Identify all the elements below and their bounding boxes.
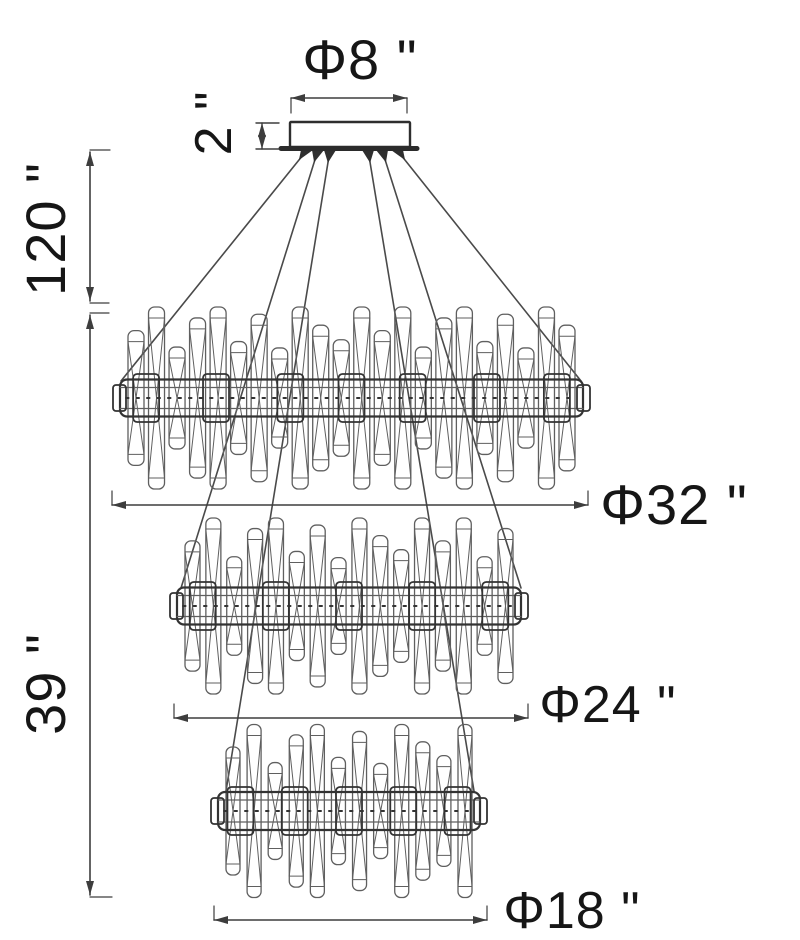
tier3-ring xyxy=(210,723,488,899)
suspension-cables xyxy=(120,149,582,792)
tier3-diameter-label: Φ18 " xyxy=(503,882,641,940)
ceiling-canopy xyxy=(278,120,420,151)
tier2-ring xyxy=(169,517,529,695)
tier1-diameter-dimension xyxy=(111,490,589,509)
canopy-diameter-label: Φ8 " xyxy=(302,28,418,91)
fixture-height-dimension xyxy=(86,312,113,898)
canopy-height-dimension xyxy=(255,122,280,150)
tier2-diameter-dimension xyxy=(173,703,529,722)
fixture-height-label: 39 " xyxy=(14,633,77,735)
suspension-drop-label: 120 " xyxy=(14,162,77,296)
tier1-ring xyxy=(112,306,591,490)
suspension-drop-dimension xyxy=(86,149,111,304)
tier3-diameter-dimension xyxy=(213,905,488,924)
tier1-diameter-label: Φ32 " xyxy=(600,473,748,536)
tier2-diameter-label: Φ24 " xyxy=(539,676,677,734)
canopy-diameter-dimension xyxy=(290,94,408,114)
canopy-height-label: 2 " xyxy=(185,90,243,156)
